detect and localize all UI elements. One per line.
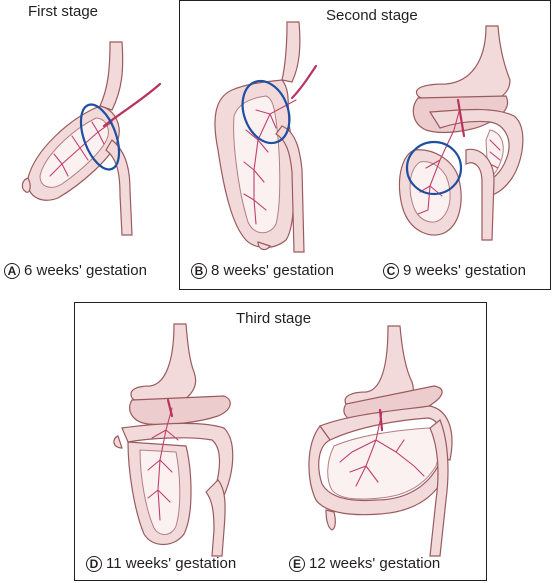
panel-d-illustration	[113, 323, 234, 557]
panel-d-caption: D 11 weeks' gestation	[86, 555, 236, 573]
panel-d-letter: D	[86, 556, 102, 572]
panel-b-letter: B	[191, 263, 207, 279]
panel-e-caption: E 12 weeks' gestation	[289, 555, 440, 573]
panel-b-caption: B 8 weeks' gestation	[191, 262, 334, 280]
second-stage-title: Second stage	[326, 7, 418, 24]
panel-d-caption-text: 11 weeks' gestation	[106, 555, 237, 572]
panel-a-illustration	[21, 41, 162, 236]
panel-c-caption-text: 9 weeks' gestation	[403, 262, 526, 279]
panel-a-caption: A 6 weeks' gestation	[4, 262, 147, 280]
panel-a-letter: A	[4, 263, 20, 279]
first-stage-title: First stage	[28, 3, 99, 20]
panel-b-illustration	[214, 21, 318, 253]
panel-c-letter: C	[383, 263, 399, 279]
panel-c-illustration	[398, 25, 524, 241]
panel-b-caption-text: 8 weeks' gestation	[211, 262, 334, 279]
panel-c-caption: C 9 weeks' gestation	[383, 262, 526, 280]
second-stage-box	[179, 0, 551, 290]
third-stage-title: Third stage	[236, 310, 312, 327]
panel-a-caption-text: 6 weeks' gestation	[24, 262, 147, 279]
panel-e-letter: E	[289, 556, 305, 572]
panel-e-illustration	[308, 325, 453, 557]
third-stage-box	[74, 302, 487, 581]
panel-e-caption-text: 12 weeks' gestation	[309, 555, 441, 572]
